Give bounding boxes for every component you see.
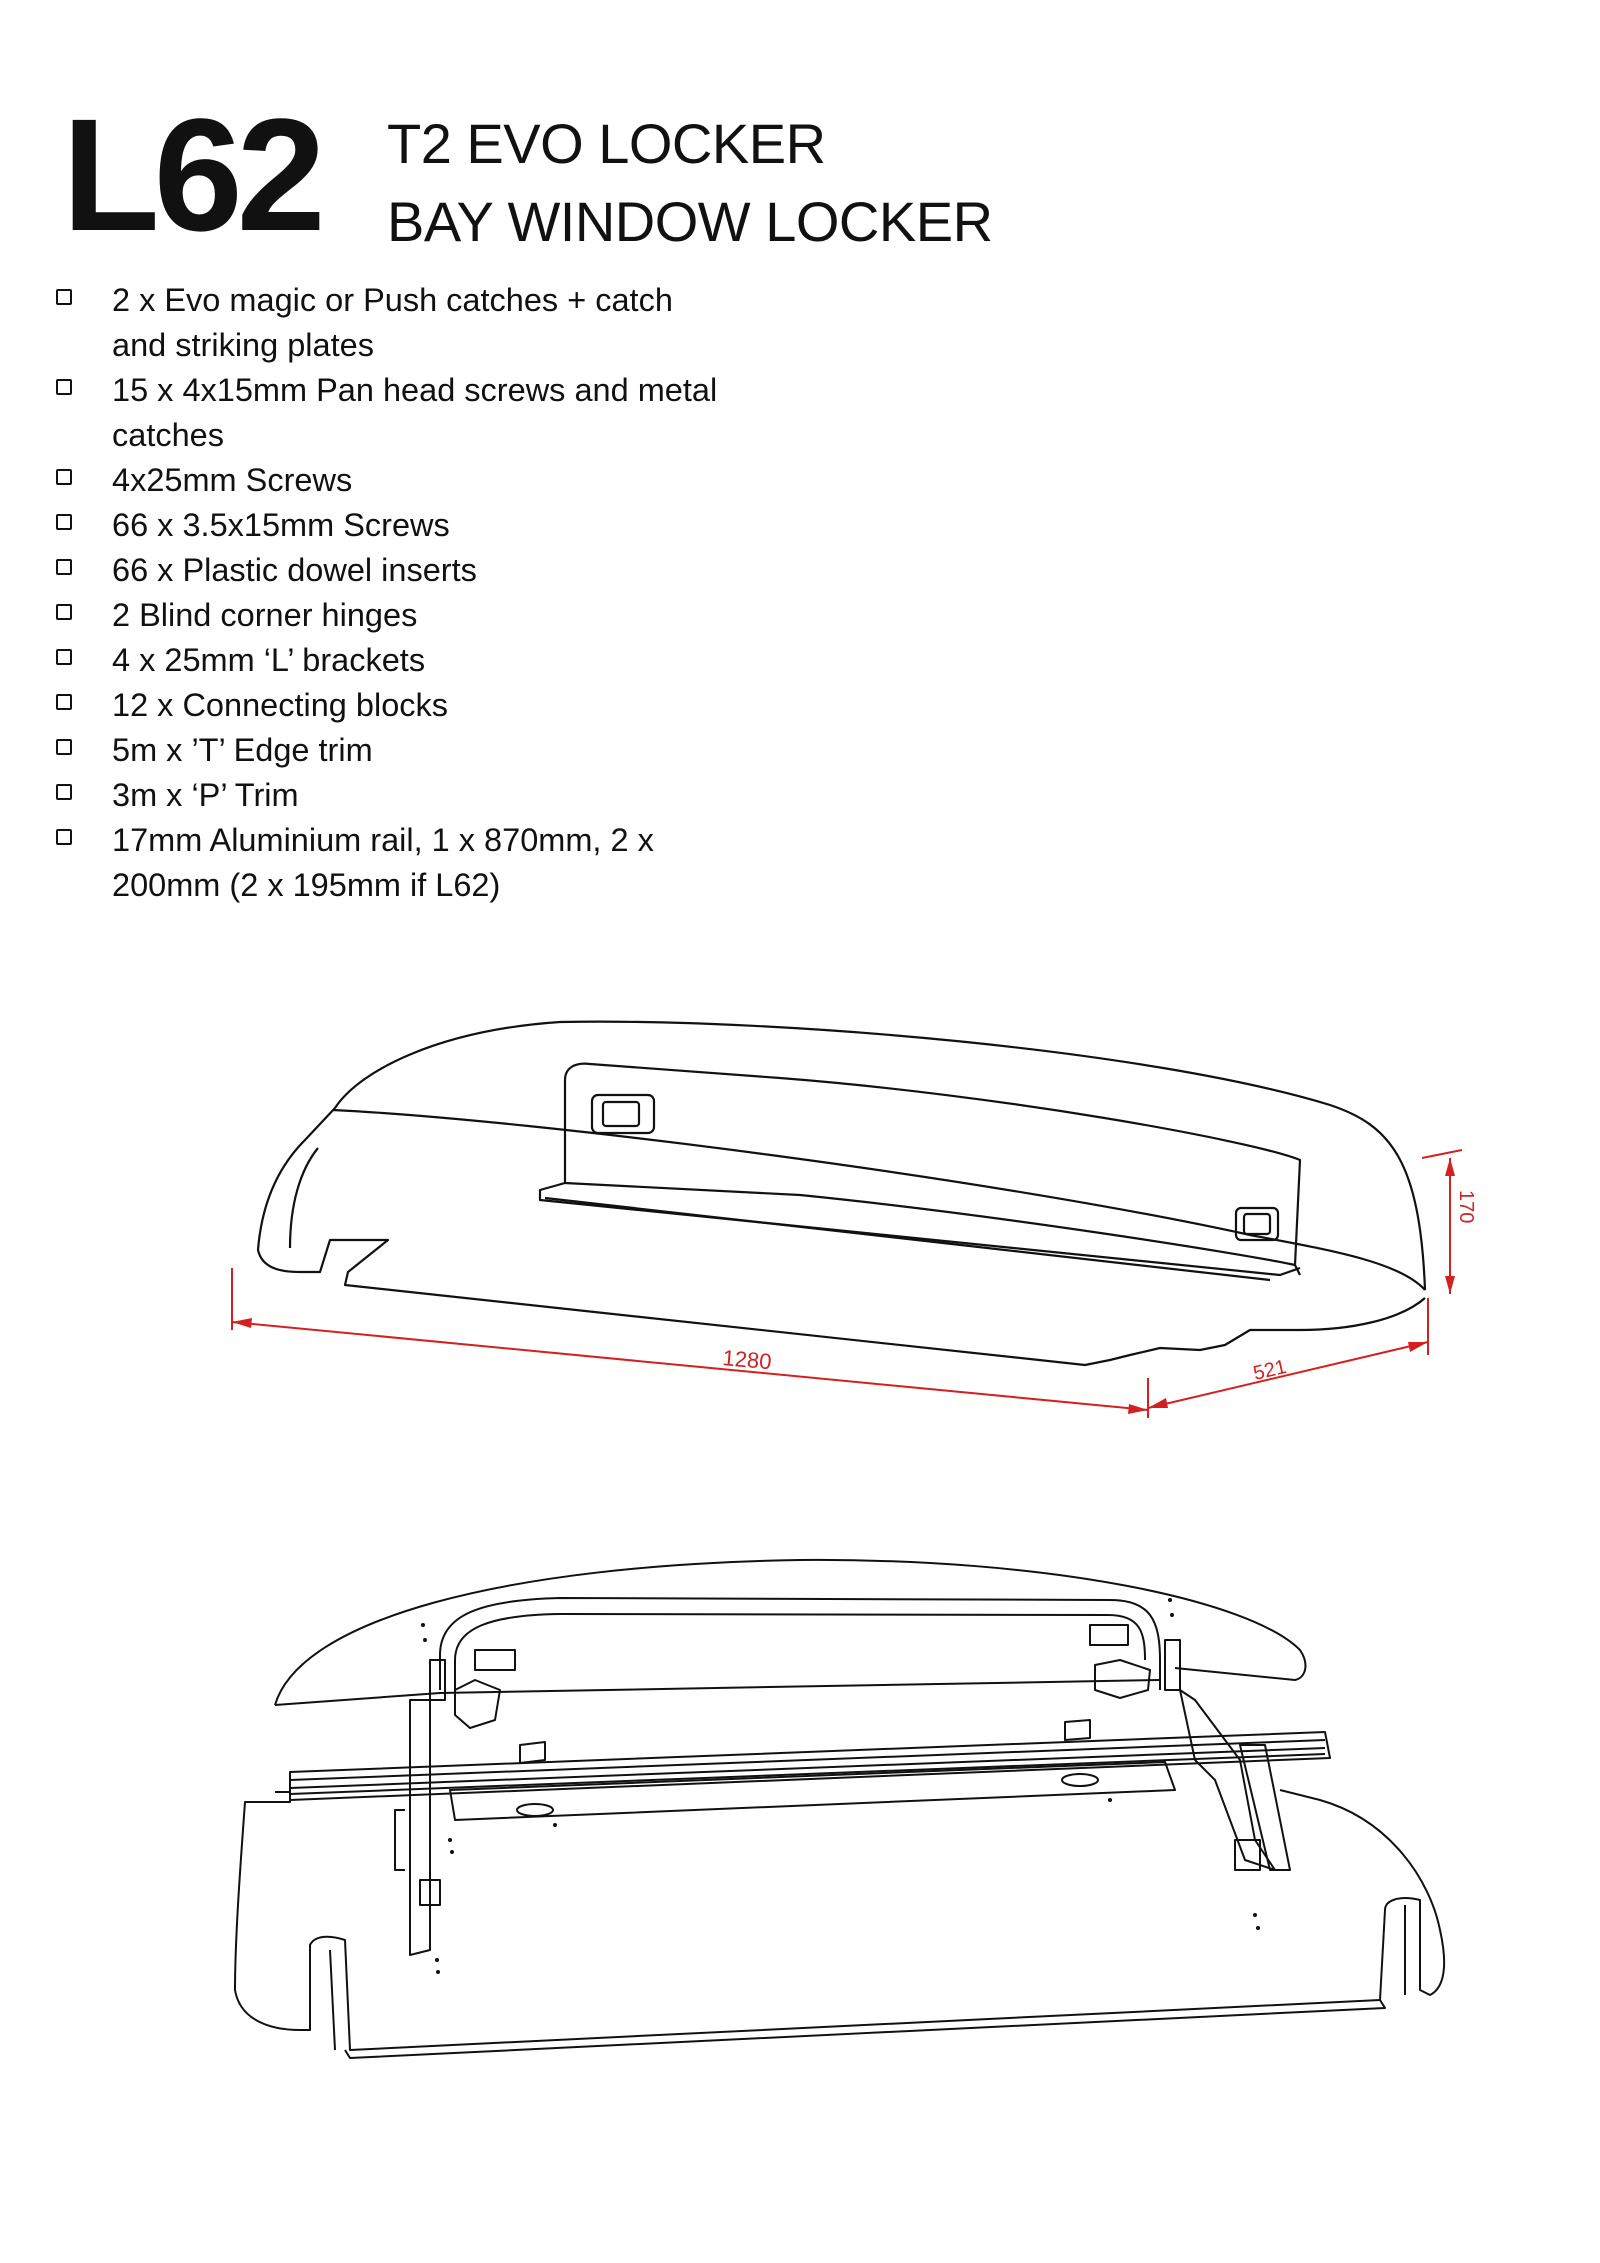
checklist-item: 66 x 3.5x15mm Screws [50,503,810,548]
checklist-item: 4x25mm Screws [50,458,810,503]
checklist-item: 2 Blind corner hinges [50,593,810,638]
dimension-depth-label: 521 [1251,1356,1288,1385]
title-line-2: BAY WINDOW LOCKER [387,190,993,253]
checkbox-icon [56,829,72,845]
assembled-locker-drawing: 1280 521 170 [231,1020,1477,1418]
checkbox-icon [56,469,72,485]
checkbox-icon [56,379,72,395]
checklist-item: 3m x ‘P’ Trim [50,773,810,818]
checkbox-icon [56,514,72,530]
document-header: L62 T2 EVO LOCKER BAY WINDOW LOCKER [62,95,1462,255]
checkbox-icon [56,604,72,620]
checklist-item: 66 x Plastic dowel inserts [50,548,810,593]
checklist-item: 5m x ’T’ Edge trim [50,728,810,773]
checklist-item: 4 x 25mm ‘L’ brackets [50,638,810,683]
title-line-1: T2 EVO LOCKER [387,112,826,175]
checkbox-icon [56,694,72,710]
locker-interior-drawing [234,1558,1446,2059]
checklist-item: 12 x Connecting blocks [50,683,810,728]
product-titles: T2 EVO LOCKER BAY WINDOW LOCKER [387,105,993,261]
dimension-length-label: 1280 [722,1345,773,1374]
checkbox-icon [56,559,72,575]
checkbox-icon [56,289,72,305]
dimension-height-label: 170 [1455,1190,1477,1223]
checkbox-icon [56,739,72,755]
checkbox-icon [56,784,72,800]
checkbox-icon [56,649,72,665]
product-code: L62 [62,85,326,264]
